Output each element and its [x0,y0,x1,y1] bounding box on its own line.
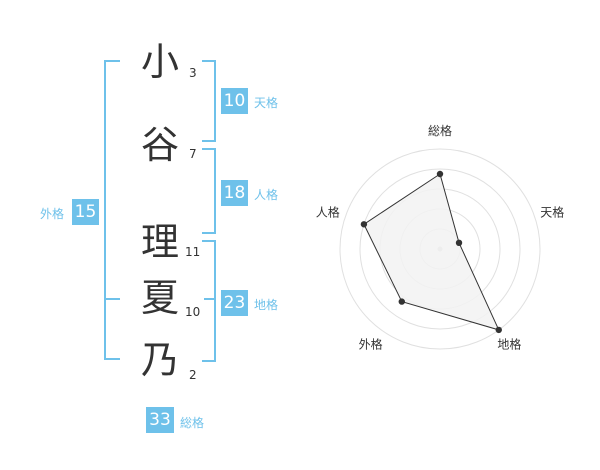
outer-value: 15 [72,199,99,225]
earth-value: 23 [221,290,248,316]
stroke-count-4: 10 [185,305,201,319]
heaven-value: 10 [221,88,248,114]
total-label: 総格 [180,416,205,430]
radar-point-2 [455,239,463,247]
outer-bracket-divider [104,298,120,300]
total-value: 33 [146,407,174,433]
radar-axis-label-4: 外格 [359,336,383,351]
radar-ring [339,148,541,350]
radar-ring [359,168,521,330]
radar-axis-label-1: 総格 [428,123,452,138]
outer-label: 外格 [40,207,65,221]
heaven-bracket [202,60,216,142]
radar-point-4 [398,298,405,305]
radar-point-5 [360,221,368,228]
person-label: 人格 [254,188,279,202]
radar-axis-label-5: 人格 [316,205,340,220]
outer-bracket [104,60,120,360]
earth-bracket [202,240,216,362]
stroke-count-5: 2 [189,368,197,382]
radar-polygon [363,173,500,331]
name-char-5: 乃 [140,338,179,382]
heaven-label: 天格 [254,96,279,110]
stroke-count-1: 3 [189,66,197,80]
earth-bracket-divider [204,298,216,300]
radar-point-3 [495,326,502,334]
radar-point-1 [436,170,444,178]
earth-label: 地格 [254,298,279,312]
radar-axis-label-2: 天格 [540,205,564,220]
name-char-1: 小 [140,40,179,84]
person-bracket [202,148,216,234]
stroke-count-3: 11 [185,245,201,259]
name-char-4: 夏 [140,276,179,320]
name-char-3: 理 [140,220,179,264]
name-char-2: 谷 [140,123,179,167]
stroke-count-2: 7 [189,147,197,161]
person-value: 18 [221,180,248,206]
radar-axis-label-3: 地格 [497,336,521,351]
